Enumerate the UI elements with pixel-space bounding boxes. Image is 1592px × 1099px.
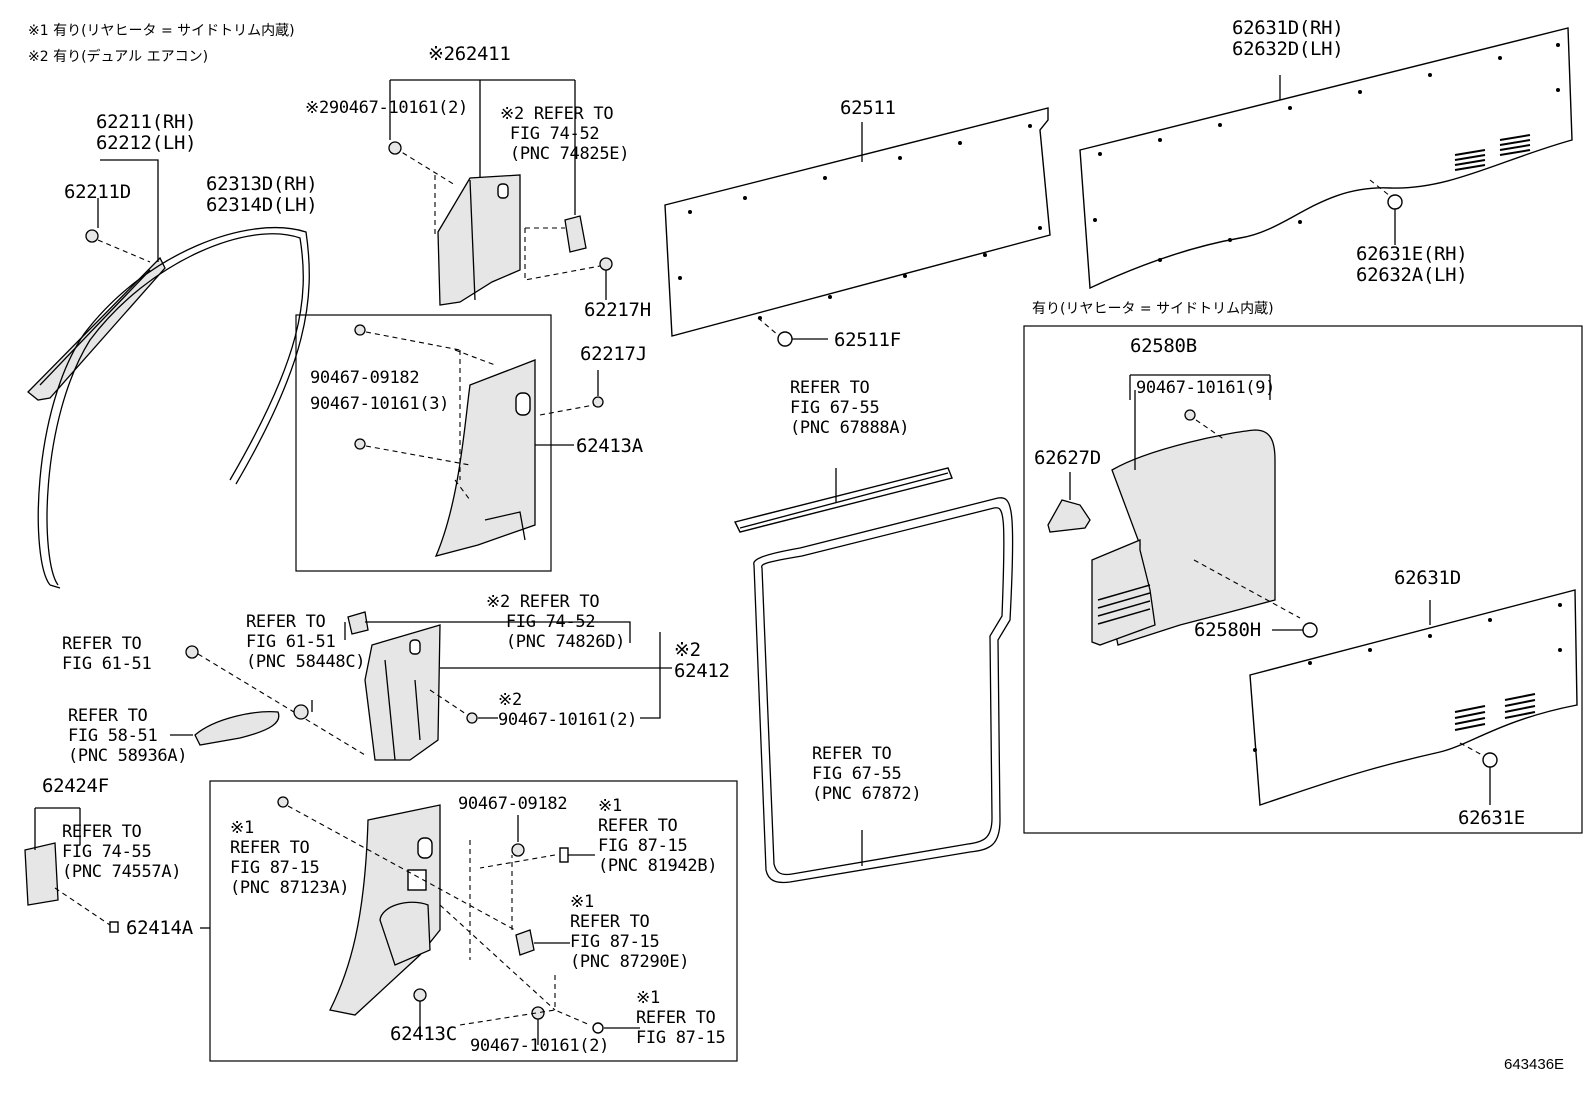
label-ref-67-55-67872: REFER TO FIG 67-55 (PNC 67872) [812, 744, 922, 804]
label-ref-61-51: REFER TO FIG 61-51 [62, 634, 152, 674]
label-62631e-top: 62631E(RH) 62632A(LH) [1356, 243, 1468, 286]
label-ref-87-15-81942b: ※1 REFER TO FIG 87-15 (PNC 81942B) [598, 796, 718, 876]
label-ref-87-15: ※1 REFER TO FIG 87-15 [636, 988, 726, 1048]
clip-62631e-top [1387, 194, 1403, 210]
label-ref-74-55: REFER TO FIG 74-55 (PNC 74557A) [62, 822, 182, 882]
label-ref-87-15-87290e: ※1 REFER TO FIG 87-15 (PNC 87290E) [570, 892, 690, 972]
label-62627d: 62627D [1034, 447, 1101, 469]
label-ref-74-52-74825e: ※2 REFER TO FIG 74-52 (PNC 74825E) [500, 104, 630, 164]
detail-box-62413a [295, 314, 552, 572]
label-62631e: 62631E [1458, 807, 1525, 829]
clip-74825e [564, 215, 587, 253]
label-62313d: 62313D(RH) 62314D(LH) [206, 173, 318, 216]
diagram-code: 643436E [1504, 1056, 1565, 1073]
panel-62511 [664, 107, 1051, 337]
bracket-62424f [24, 842, 59, 906]
door-weatherstrip-67872 [753, 497, 1014, 884]
clip-58448c [293, 704, 309, 720]
label-ref-67-55-67888a: REFER TO FIG 67-55 (PNC 67888A) [790, 378, 910, 438]
pillar-trim-62412 [364, 624, 441, 761]
clip-62511f [777, 331, 793, 347]
label-ref-87-15-87123a: ※1 REFER TO FIG 87-15 (PNC 87123A) [230, 818, 350, 898]
pillar-trim-62413a [434, 359, 536, 557]
label-62424f: 62424F [42, 775, 109, 797]
clip-74826d [347, 611, 369, 635]
label-ref-58-51: REFER TO FIG 58-51 (PNC 58936A) [68, 706, 188, 766]
label-62217j: 62217J [580, 343, 647, 365]
note-1: ※1 有り(リヤヒータ = サイドトリム内蔵) [28, 23, 295, 39]
label-62413a: 62413A [576, 435, 643, 457]
label-62211: 62211(RH) 62212(LH) [96, 111, 197, 154]
label-62580b: 62580B [1130, 335, 1197, 357]
label-ref-61-51-58448c: REFER TO FIG 61-51 (PNC 58448C) [246, 612, 366, 672]
note-rear-heater-box: 有り(リヤヒータ = サイドトリム内蔵) [1032, 301, 1274, 317]
label-90467-10161-2a: ※290467-10161(2) [305, 98, 468, 118]
label-62412: ※2 62412 [674, 639, 730, 682]
detail-box-rear-heater [1023, 325, 1583, 834]
label-90467-10161-9: 90467-10161(9) [1136, 378, 1276, 398]
label-62217h: 62217H [584, 299, 651, 321]
label-62511f: 62511F [834, 329, 901, 351]
clip-62211d [85, 229, 99, 243]
panel-62631d-top [1079, 27, 1573, 290]
label-90467-10161-2b: ※2 90467-10161(2) [498, 690, 638, 730]
label-90467-10161-2c: 90467-10161(2) [470, 1036, 610, 1056]
note-2: ※2 有り(デュアル エアコン) [28, 49, 209, 65]
handle-58936a [194, 711, 280, 746]
label-90467-10161-3: 90467-10161(3) [310, 394, 450, 414]
label-ref-74-52-74826d: ※2 REFER TO FIG 74-52 (PNC 74826D) [486, 592, 626, 652]
clip-62580h [1302, 622, 1318, 638]
weatherstrip-62313d [46, 233, 304, 586]
label-90467-09182-b: 90467-09182 [458, 794, 568, 814]
label-90467-09182-a: 90467-09182 [310, 368, 420, 388]
pillar-trim-62411 [437, 174, 521, 306]
clip-62631e [1482, 752, 1498, 768]
label-62631d: 62631D [1394, 567, 1461, 589]
label-62511: 62511 [840, 97, 896, 119]
label-62211d: 62211D [64, 181, 131, 203]
panel-62631d-bottom [1249, 589, 1578, 806]
label-62411: ※262411 [428, 43, 511, 65]
pillar-garnish-62211 [27, 256, 166, 401]
label-62414a: 62414A [126, 917, 193, 939]
detail-box-62413c [209, 780, 738, 1062]
label-62631d-top: 62631D(RH) 62632D(LH) [1232, 17, 1344, 60]
cover-62627d [1047, 499, 1091, 533]
label-62580h: 62580H [1194, 619, 1261, 641]
label-62413c: 62413C [390, 1023, 457, 1045]
